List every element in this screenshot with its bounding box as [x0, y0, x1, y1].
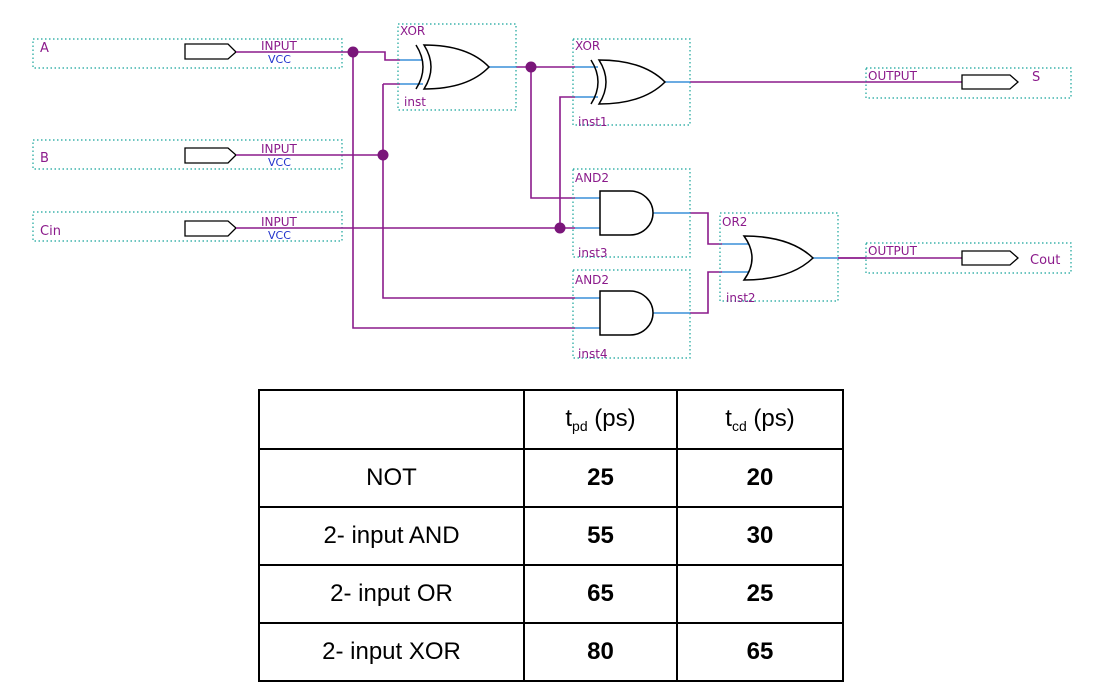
input-cin-default: VCC: [268, 229, 291, 242]
and-inst4-label: inst4: [578, 347, 608, 361]
table-header-row: tpd (ps) tcd (ps): [258, 389, 844, 450]
gate-name-cell: 2- input AND: [258, 506, 525, 566]
input-a-default: VCC: [268, 53, 291, 66]
input-a-name: A: [40, 41, 49, 56]
table-row: 2- input OR 65 25: [258, 564, 844, 624]
table-row: NOT 25 20: [258, 448, 844, 508]
junction-cin: [554, 222, 566, 234]
xor-gate-inst[interactable]: XOR inst: [397, 23, 517, 111]
input-cin-name: Cin: [40, 224, 61, 239]
input-pin-a[interactable]: A INPUT VCC: [32, 38, 343, 69]
tcd-cell: 25: [676, 564, 844, 624]
input-pin-cin[interactable]: Cin INPUT VCC: [32, 211, 343, 242]
tpd-cell: 80: [523, 622, 678, 682]
gate-delay-table: tpd (ps) tcd (ps) NOT 25 20 2- input AND…: [258, 389, 844, 682]
output-s-type: OUTPUT: [868, 69, 918, 83]
junction-xor1: [525, 61, 537, 73]
input-a-type: INPUT: [261, 39, 298, 53]
tcd-cell: 20: [676, 448, 844, 508]
input-cin-type: INPUT: [261, 215, 298, 229]
or-inst2-label: inst2: [726, 291, 756, 305]
and-inst4-type: AND2: [575, 273, 609, 287]
header-tcd: tcd (ps): [676, 389, 844, 450]
and-inst3-label: inst3: [578, 246, 608, 260]
tpd-cell: 55: [523, 506, 678, 566]
input-b-type: INPUT: [261, 142, 298, 156]
output-pin-s[interactable]: OUTPUT S: [865, 67, 1072, 99]
output-cout-name: Cout: [1030, 253, 1060, 268]
junction-a: [347, 46, 359, 58]
or-gate-inst2[interactable]: OR2 inst2: [719, 212, 839, 305]
table-row: 2- input XOR 80 65: [258, 622, 844, 682]
output-cout-type: OUTPUT: [868, 244, 918, 258]
header-tpd: tpd (ps): [523, 389, 678, 450]
gate-name-cell: 2- input OR: [258, 564, 525, 624]
gate-name-cell: 2- input XOR: [258, 622, 525, 682]
tcd-cell: 65: [676, 622, 844, 682]
and-inst3-type: AND2: [575, 171, 609, 185]
tcd-cell: 30: [676, 506, 844, 566]
junction-dots: [347, 46, 566, 234]
junction-b: [377, 149, 389, 161]
table-row: 2- input AND 55 30: [258, 506, 844, 566]
output-s-name: S: [1032, 70, 1040, 85]
header-gate: [258, 389, 525, 450]
and-gate-inst4[interactable]: AND2 inst4: [572, 269, 691, 361]
output-pin-cout[interactable]: OUTPUT Cout: [838, 242, 1072, 274]
or-inst2-type: OR2: [722, 215, 747, 229]
tpd-cell: 25: [523, 448, 678, 508]
tpd-cell: 65: [523, 564, 678, 624]
input-pin-b[interactable]: B INPUT VCC: [32, 139, 343, 170]
full-adder-schematic: A INPUT VCC B INPUT VCC Cin INPUT VCC: [32, 23, 1072, 361]
input-b-default: VCC: [268, 156, 291, 169]
input-b-name: B: [40, 151, 49, 166]
xor-inst-label: inst: [404, 95, 426, 109]
xor-inst-type: XOR: [400, 24, 425, 38]
xor-inst1-label: inst1: [578, 115, 608, 129]
gate-name-cell: NOT: [258, 448, 525, 508]
and-gate-inst3[interactable]: AND2 inst3: [572, 168, 691, 260]
xor-inst1-type: XOR: [575, 39, 600, 53]
xor-gate-inst1[interactable]: XOR inst1: [572, 38, 691, 129]
